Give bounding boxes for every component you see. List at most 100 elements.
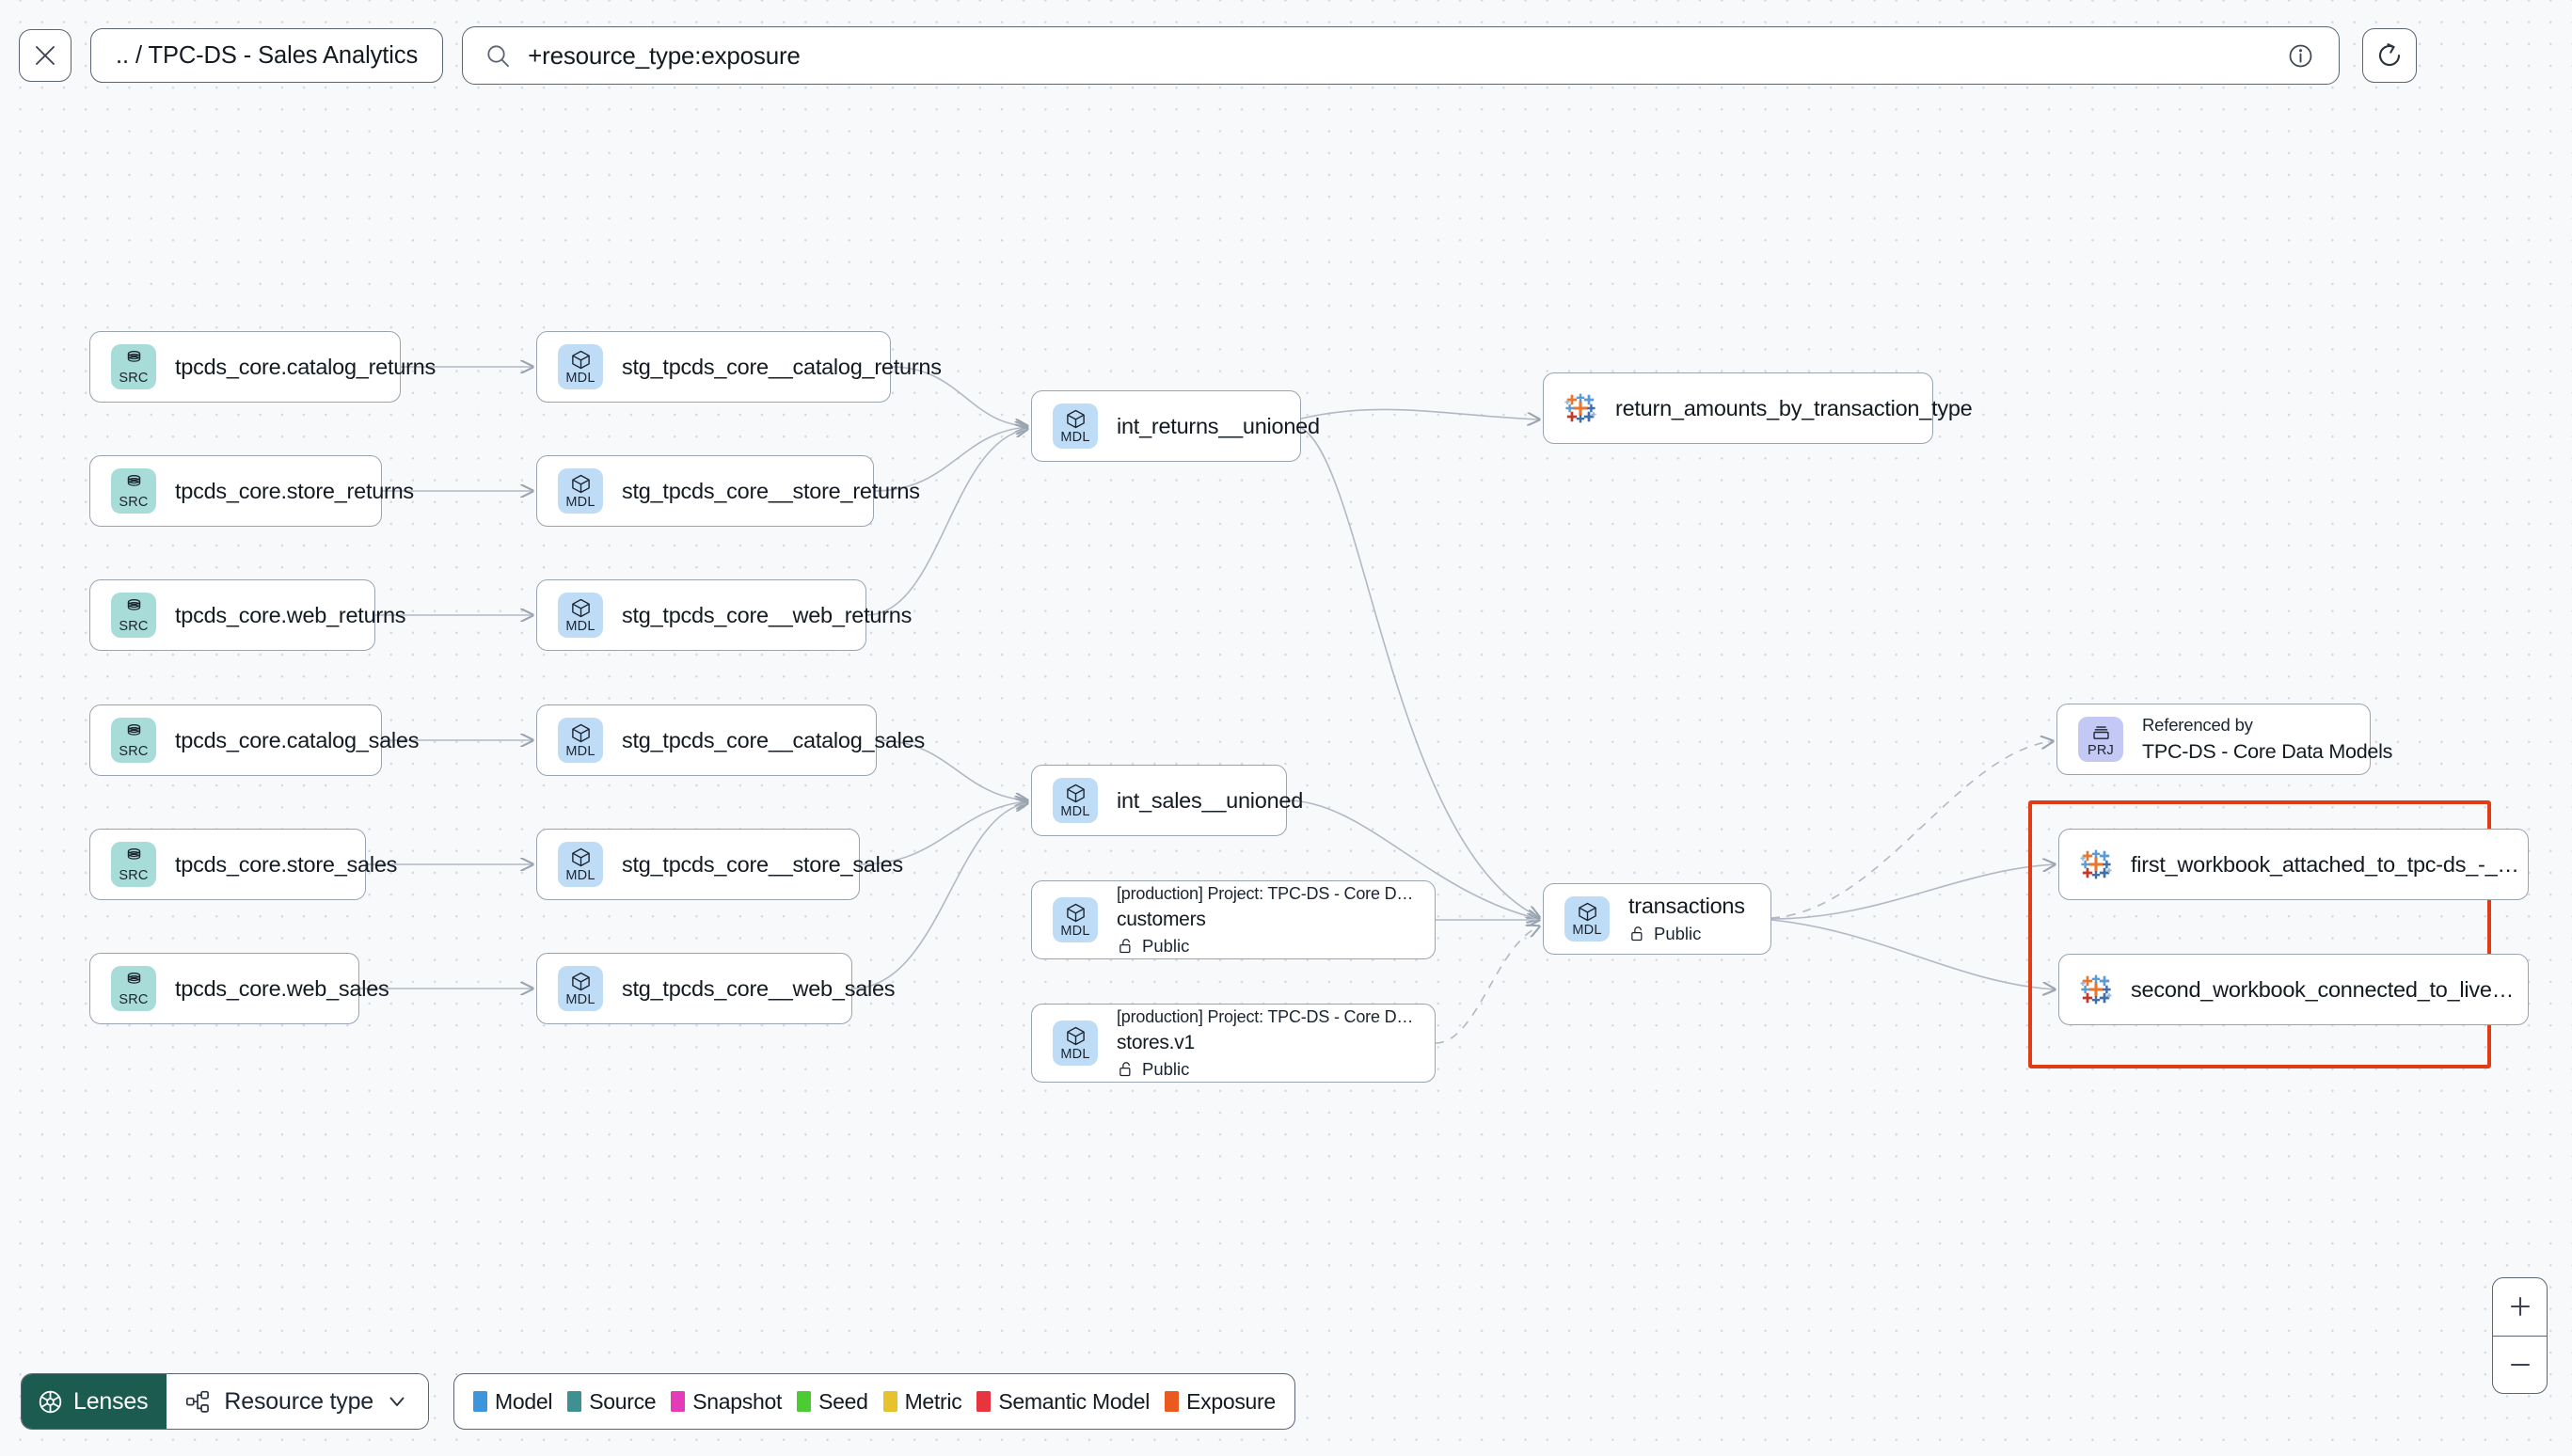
graph-node-src_catalog_returns[interactable]: SRC tpcds_core.catalog_returns: [89, 331, 436, 403]
node-label: stg_tpcds_core__store_sales: [622, 851, 903, 877]
cube-icon: [1066, 1026, 1085, 1046]
badge-abbr: SRC: [119, 992, 149, 1007]
badge-abbr: MDL: [565, 744, 595, 759]
zoom-out-button[interactable]: [2493, 1337, 2547, 1394]
info-circle-icon[interactable]: [2287, 42, 2314, 70]
tableau-icon: [1564, 393, 1596, 423]
node-type-badge-mdl: MDL: [1053, 404, 1098, 449]
legend-label: Seed: [818, 1388, 868, 1414]
legend-item-snapshot[interactable]: Snapshot: [671, 1389, 782, 1415]
node-body: [production] Project: TPC-DS - Core Data…: [1117, 884, 1414, 957]
node-type-badge-mdl: MDL: [1053, 1021, 1098, 1066]
graph-node-src_store_sales[interactable]: SRC tpcds_core.store_sales: [89, 829, 398, 900]
node-body: Referenced by TPC-DS - Core Data Models: [2142, 715, 2393, 764]
unlock-icon: [1119, 938, 1131, 953]
node-type-badge-mdl: MDL: [558, 966, 603, 1011]
zoom-in-button[interactable]: [2493, 1278, 2547, 1337]
graph-node-src_web_sales[interactable]: SRC tpcds_core.web_sales: [89, 953, 389, 1024]
close-button[interactable]: [19, 29, 71, 82]
graph-node-int_returns_unioned[interactable]: MDL int_returns__unioned: [1031, 390, 1320, 462]
legend-label: Source: [589, 1388, 657, 1414]
resource-type-label: Resource type: [224, 1387, 374, 1415]
database-icon: [127, 599, 140, 610]
legend-swatch: [1165, 1391, 1180, 1412]
node-label: stores.v1: [1117, 1031, 1195, 1053]
database-icon: [127, 351, 140, 362]
node-body: tpcds_core.catalog_sales: [175, 728, 419, 753]
hierarchy-icon: [186, 1390, 210, 1413]
lenses-control-group: Lenses Resource type: [21, 1373, 430, 1430]
node-visibility-label: Public: [1142, 1058, 1190, 1079]
node-type-badge-mdl: MDL: [1053, 778, 1098, 823]
node-body: stg_tpcds_core__web_sales: [622, 975, 896, 1002]
legend-item-source[interactable]: Source: [567, 1388, 657, 1415]
resource-type-dropdown[interactable]: Resource type: [167, 1374, 429, 1429]
graph-node-src_store_returns[interactable]: SRC tpcds_core.store_returns: [89, 455, 414, 527]
badge-abbr: SRC: [119, 495, 149, 510]
lenses-label: Lenses: [73, 1387, 149, 1415]
referenced-by-heading: Referenced by: [2142, 715, 2253, 735]
legend-swatch: [797, 1391, 812, 1412]
node-body: tpcds_core.store_returns: [175, 479, 414, 504]
legend-item-seed[interactable]: Seed: [797, 1389, 868, 1415]
node-label: stg_tpcds_core__web_sales: [622, 975, 896, 1001]
badge-abbr: SRC: [119, 868, 149, 883]
database-icon: [127, 973, 140, 984]
chevron-down-icon: [389, 1397, 405, 1406]
tableau-icon: [2080, 974, 2112, 1005]
badge-abbr: MDL: [565, 992, 595, 1007]
node-type-badge-src: SRC: [111, 468, 156, 514]
search-icon: [487, 44, 510, 67]
node-label: second_workbook_connected_to_live…: [2131, 976, 2514, 1002]
node-label: tpcds_core.catalog_returns: [175, 354, 436, 379]
node-label: tpcds_core.web_returns: [175, 602, 406, 627]
graph-node-stg_web_returns[interactable]: MDL stg_tpcds_core__web_returns: [536, 579, 912, 651]
breadcrumb[interactable]: .. / TPC-DS - Sales Analytics: [90, 28, 444, 83]
node-label: TPC-DS - Core Data Models: [2142, 740, 2393, 763]
node-label: tpcds_core.store_sales: [175, 851, 398, 877]
graph-node-stores_v1[interactable]: MDL[production] Project: TPC-DS - Core D…: [1031, 1004, 1436, 1083]
search-input[interactable]: [528, 40, 2271, 71]
graph-node-customers[interactable]: MDL [production] Project: TPC-DS - Core D…: [1031, 880, 1436, 959]
search-bar[interactable]: [462, 26, 2341, 85]
refresh-button[interactable]: [2362, 28, 2418, 83]
minus-icon: [2510, 1363, 2530, 1366]
node-label: int_returns__unioned: [1117, 413, 1320, 438]
legend-swatch: [882, 1391, 897, 1412]
plus-icon: [2510, 1297, 2530, 1317]
close-x-icon: [36, 46, 55, 65]
node-body: tpcds_core.web_sales: [175, 976, 389, 1002]
node-label: return_amounts_by_transaction_type: [1615, 395, 1973, 420]
legend-item-semantic-model[interactable]: Semantic Model: [976, 1389, 1150, 1415]
graph-node-stg_web_sales[interactable]: MDL stg_tpcds_core__web_sales: [536, 953, 896, 1024]
graph-node-int_sales_unioned[interactable]: MDL int_sales__unioned: [1031, 765, 1303, 836]
badge-abbr: MDL: [1060, 924, 1090, 939]
node-body: int_sales__unioned: [1117, 788, 1303, 814]
database-icon: [127, 848, 140, 860]
node-type-badge-src: SRC: [111, 966, 156, 1011]
badge-abbr: MDL: [565, 619, 595, 634]
graph-node-first_workbook[interactable]: first_workbook_attached_to_tpc-ds_-_…: [2058, 829, 2529, 900]
graph-node-return_amounts[interactable]: return_amounts_by_transaction_type: [1543, 372, 1973, 444]
lenses-button[interactable]: Lenses: [22, 1374, 167, 1429]
node-body: stg_tpcds_core__web_returns: [622, 603, 912, 628]
graph-node-src_web_returns[interactable]: SRC tpcds_core.web_returns: [89, 579, 406, 651]
node-type-badge-mdl: MDL: [558, 468, 603, 514]
cube-icon: [571, 474, 590, 494]
legend-item-metric[interactable]: Metric: [882, 1389, 962, 1415]
node-project-path: [production] Project: TPC-DS - Core Data…: [1117, 883, 1414, 903]
badge-abbr: SRC: [119, 371, 149, 386]
node-type-badge-src: SRC: [111, 593, 156, 638]
graph-node-second_workbook[interactable]: second_workbook_connected_to_live…: [2058, 954, 2529, 1025]
node-visibility-label: Public: [1142, 935, 1190, 956]
legend-item-exposure[interactable]: Exposure: [1165, 1389, 1276, 1415]
legend-item-model[interactable]: Model: [473, 1389, 552, 1415]
